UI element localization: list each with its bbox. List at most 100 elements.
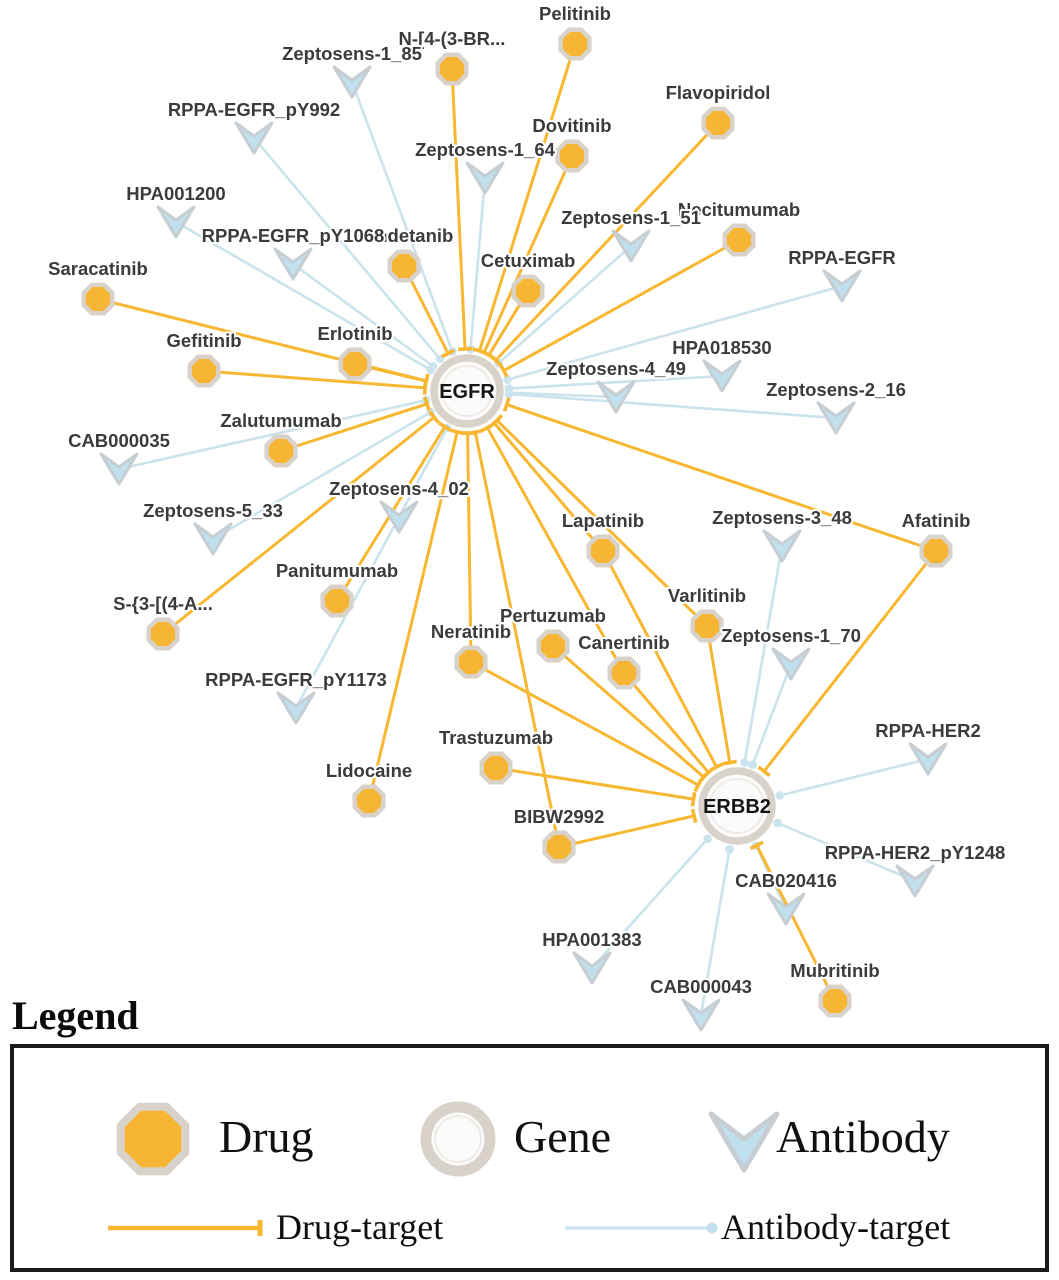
antibody-target-endpoint — [703, 834, 712, 844]
drug-label: N-[4-(3-BR... — [399, 28, 506, 49]
antibody-node-Zeptosens-5_33[interactable] — [193, 522, 233, 556]
antibody-node-HPA001383[interactable] — [572, 951, 612, 985]
antibody-node-RPPA-EGFR[interactable] — [822, 269, 862, 303]
antibody-label: RPPA-HER2 — [875, 720, 981, 741]
legend-antibody-target-label: Antibody-target — [721, 1207, 951, 1247]
drug-node-Vandetanib[interactable] — [387, 249, 421, 283]
antibody-node-CAB000035[interactable] — [99, 452, 139, 486]
drug-target-edge — [502, 238, 740, 372]
edge-layer — [97, 43, 938, 1016]
antibody-node-RPPA-HER2[interactable] — [908, 742, 948, 776]
drug-label: Lapatinib — [562, 510, 644, 531]
drug-node-Dovitinib[interactable] — [555, 139, 589, 173]
drug-node-Flavopiridol[interactable] — [701, 106, 735, 140]
antibody-label: HPA001200 — [126, 183, 225, 204]
antibody-node-HPA001200[interactable] — [156, 205, 196, 239]
drug-node-Gefitinib[interactable] — [187, 354, 221, 388]
drug-label: S-{3-[(4-A... — [113, 593, 213, 614]
gene-node-EGFR[interactable] — [430, 354, 504, 428]
antibody-node-HPA018530[interactable] — [702, 359, 742, 393]
drug-target-edge — [601, 550, 718, 768]
drug-label: Canertinib — [578, 632, 669, 653]
antibody-target-endpoint — [740, 758, 749, 767]
antibody-target-edge — [118, 398, 427, 471]
antibody-target-edge — [508, 391, 617, 399]
drug-node-Canertinib[interactable] — [607, 656, 641, 690]
antibody-node-Zeptosens-3_48[interactable] — [762, 529, 802, 563]
gene-node-ERBB2[interactable] — [698, 767, 776, 845]
antibody-target-edge — [497, 245, 632, 365]
drug-target-edge — [470, 660, 700, 787]
drug-node-N-[4-(3-BR...[interactable] — [435, 52, 469, 86]
drug-target-edge — [552, 644, 705, 779]
drug-label: Flavopiridol — [666, 82, 771, 103]
drug-node-BIBW2992[interactable] — [542, 830, 576, 864]
antibody-label: CAB020416 — [735, 870, 837, 891]
antibody-target-edge — [751, 663, 793, 766]
drug-node-Trastuzumab[interactable] — [479, 751, 513, 785]
drug-target-tee — [498, 363, 509, 378]
antibody-node-RPPA-HER2_pY1248[interactable] — [895, 864, 935, 898]
antibody-target-edge — [294, 427, 449, 709]
drug-target-tee — [690, 808, 698, 824]
antibody-node-Zeptosens-4_49[interactable] — [596, 380, 636, 414]
antibody-target-endpoint — [773, 818, 782, 828]
drug-target-edge — [367, 431, 459, 802]
antibody-node-Zeptosens-1_70[interactable] — [771, 647, 811, 681]
drug-node-Afatinib[interactable] — [919, 534, 953, 568]
antibody-node-RPPA-EGFR_pY1068[interactable] — [273, 247, 313, 281]
antibody-target-edge — [350, 81, 454, 353]
antibody-node-RPPA-EGFR_pY1173[interactable] — [276, 691, 316, 725]
drug-node-S-{3-[(4-A...[interactable] — [146, 617, 180, 651]
drug-label: Pelitinib — [539, 3, 611, 24]
drug-target-edge — [506, 403, 937, 553]
drug-node-Lidocaine[interactable] — [352, 784, 386, 818]
antibody-node-Zeptosens-1_64[interactable] — [465, 161, 505, 195]
drug-node-Pelitinib[interactable] — [558, 27, 592, 61]
antibody-target-edge — [507, 284, 843, 381]
antibody-node-RPPA-EGFR_pY992[interactable] — [234, 121, 274, 155]
antibody-target-edge — [292, 262, 434, 368]
drug-node-Erlotinib[interactable] — [338, 347, 372, 381]
drug-node-Lapatinib[interactable] — [586, 534, 620, 568]
drug-node-Saracatinib[interactable] — [81, 282, 115, 316]
drug-node-Zalutumumab[interactable] — [264, 434, 298, 468]
drug-target-edge — [495, 419, 709, 628]
antibody-label: RPPA-EGFR_pY992 — [168, 99, 340, 120]
antibody-target-edge — [508, 392, 837, 420]
drug-node-Panitumumab[interactable] — [320, 584, 354, 618]
drug-target-tee — [709, 762, 724, 772]
drug-target-tee — [749, 840, 764, 851]
gene-circle-icon — [420, 1101, 496, 1177]
antibody-target-endpoint — [428, 361, 438, 371]
antibody-node-Zeptosens-1_51[interactable] — [611, 229, 651, 263]
legend-box: Drug Gene Antibody Drug-target Antibody-… — [10, 1044, 1049, 1272]
node-layer — [81, 27, 953, 1032]
antibody-node-Zeptosens-1_85[interactable] — [332, 65, 372, 99]
drug-node-Pertuzumab[interactable] — [536, 629, 570, 663]
drug-target-edge — [203, 369, 426, 390]
antibody-target-edge — [591, 837, 709, 969]
antibody-label: HPA018530 — [672, 337, 771, 358]
drug-target-edge — [494, 121, 720, 362]
antibody-node-CAB020416[interactable] — [766, 892, 806, 926]
drug-octagon-icon — [116, 1102, 190, 1176]
drug-target-tee — [422, 373, 430, 389]
drug-node-Mubritinib[interactable] — [818, 984, 852, 1018]
drug-target-edge — [280, 402, 428, 453]
drug-target-edge — [473, 431, 561, 848]
antibody-target-edge — [777, 821, 916, 883]
antibody-node-Zeptosens-2_16[interactable] — [816, 401, 856, 435]
drug-node-Neratinib[interactable] — [454, 645, 488, 679]
drug-target-edge — [495, 766, 694, 801]
antibody-label: CAB000043 — [650, 976, 752, 997]
drug-node-Varlitinib[interactable] — [690, 609, 724, 643]
drug-target-tee — [441, 348, 456, 359]
legend-gene-label: Gene — [514, 1111, 612, 1162]
drug-node-Cetuximab[interactable] — [511, 274, 545, 308]
antibody-node-CAB000043[interactable] — [681, 998, 721, 1032]
drug-node-Necitumumab[interactable] — [722, 223, 756, 257]
antibody-label: RPPA-HER2_pY1248 — [825, 842, 1006, 863]
antibody-node-Zeptosens-4_02[interactable] — [379, 500, 419, 534]
drug-label: Saracatinib — [48, 258, 148, 279]
